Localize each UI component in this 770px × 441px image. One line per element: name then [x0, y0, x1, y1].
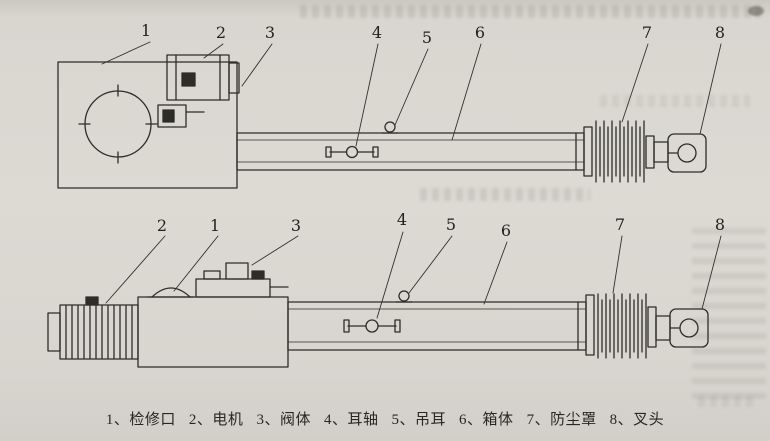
- callout-number: 8: [715, 215, 725, 234]
- caption-separator: 、: [467, 412, 483, 428]
- housing-box: [57, 61, 238, 189]
- caption-label: 箱体: [482, 412, 514, 428]
- bottom-view-leaders: [105, 231, 722, 319]
- motor-bottom-view: [47, 296, 139, 360]
- callout-number: 8: [715, 23, 725, 42]
- bottom-view-callouts: 2 1 3 4 5 6 7 8: [157, 210, 725, 240]
- fork-head-top-view: [653, 133, 707, 173]
- callout-number: 1: [210, 216, 220, 235]
- caption-num: 6: [459, 412, 468, 428]
- caption-separator: 、: [534, 412, 551, 428]
- caption-label: 防尘罩: [550, 412, 597, 428]
- caption-item: 5、吊耳: [392, 408, 447, 429]
- caption-label: 耳轴: [347, 412, 379, 428]
- tube-bottom-view: [287, 301, 587, 351]
- callout-number: 3: [265, 23, 275, 42]
- motor-top-view: [166, 54, 240, 101]
- caption-item: 4、耳轴: [324, 408, 379, 429]
- caption-num: 1: [105, 412, 114, 428]
- callout-number: 7: [642, 23, 652, 42]
- figure-caption: 1、检修口 2、电机 3、阀体 4、耳轴 5、吊耳 6、箱体 7、防尘罩 8、叉…: [0, 408, 770, 429]
- dust-cover-bottom-view: [585, 293, 657, 359]
- trunnion-bottom-view: [343, 319, 401, 333]
- housing-bottom-view: [137, 296, 289, 368]
- bottom-view-drawing: 2 1 3 4 5 6 7 8: [47, 210, 725, 368]
- caption-num: 5: [391, 412, 400, 428]
- caption-label: 叉头: [633, 412, 665, 428]
- caption-item: 8、叉头: [610, 408, 665, 429]
- top-view-callouts: 1 2 3 4 5 6 7 8: [141, 21, 725, 47]
- caption-separator: 、: [617, 412, 634, 428]
- ink-blot: [748, 6, 764, 16]
- caption-separator: 、: [264, 412, 280, 428]
- bottom-view-parts: [47, 262, 709, 368]
- callout-number: 6: [501, 221, 511, 240]
- callout-number: 6: [475, 23, 485, 42]
- callout-number: 4: [372, 23, 382, 42]
- callout-number: 5: [446, 215, 456, 234]
- callout-number: 2: [157, 216, 167, 235]
- caption-label: 电机: [212, 412, 244, 428]
- caption-label: 检修口: [129, 412, 176, 428]
- callout-number: 5: [422, 28, 432, 47]
- top-view-leaders: [101, 41, 722, 147]
- caption-separator: 、: [196, 412, 213, 428]
- caption-num: 8: [609, 412, 618, 428]
- dust-cover-top-view: [583, 120, 655, 183]
- top-view-parts: [57, 54, 707, 189]
- caption-num: 2: [188, 412, 197, 428]
- caption-separator: 、: [399, 412, 416, 428]
- caption-label: 吊耳: [415, 412, 447, 428]
- caption-num: 7: [526, 412, 535, 428]
- lifting-lug-top-view: [381, 121, 399, 134]
- callout-number: 3: [291, 216, 301, 235]
- inspection-port-circle: [84, 90, 152, 158]
- callout-number: 2: [216, 23, 226, 42]
- caption-item: 1、检修口: [106, 408, 176, 429]
- fork-head-bottom-view: [655, 308, 709, 348]
- inspection-cover-bottom-view: [147, 287, 195, 298]
- top-view-drawing: 1 2 3 4 5 6 7 8: [57, 21, 725, 189]
- valve-body-bottom-view: [195, 262, 289, 298]
- tube-top-view: [236, 132, 585, 171]
- caption-num: 4: [323, 412, 332, 428]
- caption-item: 7、防尘罩: [527, 408, 597, 429]
- valve-body-top-view: [228, 62, 240, 94]
- callout-number: 1: [141, 21, 151, 40]
- callout-number: 4: [397, 210, 407, 229]
- caption-item: 2、电机: [189, 408, 244, 429]
- trunnion-top-view: [325, 145, 379, 159]
- lifting-lug-bottom-view: [395, 290, 413, 303]
- callout-number: 7: [615, 215, 625, 234]
- caption-label: 阀体: [279, 412, 311, 428]
- caption-separator: 、: [331, 412, 348, 428]
- caption-separator: 、: [113, 412, 130, 428]
- caption-num: 3: [256, 412, 265, 428]
- caption-item: 6、箱体: [459, 408, 514, 429]
- caption-item: 3、阀体: [256, 408, 311, 429]
